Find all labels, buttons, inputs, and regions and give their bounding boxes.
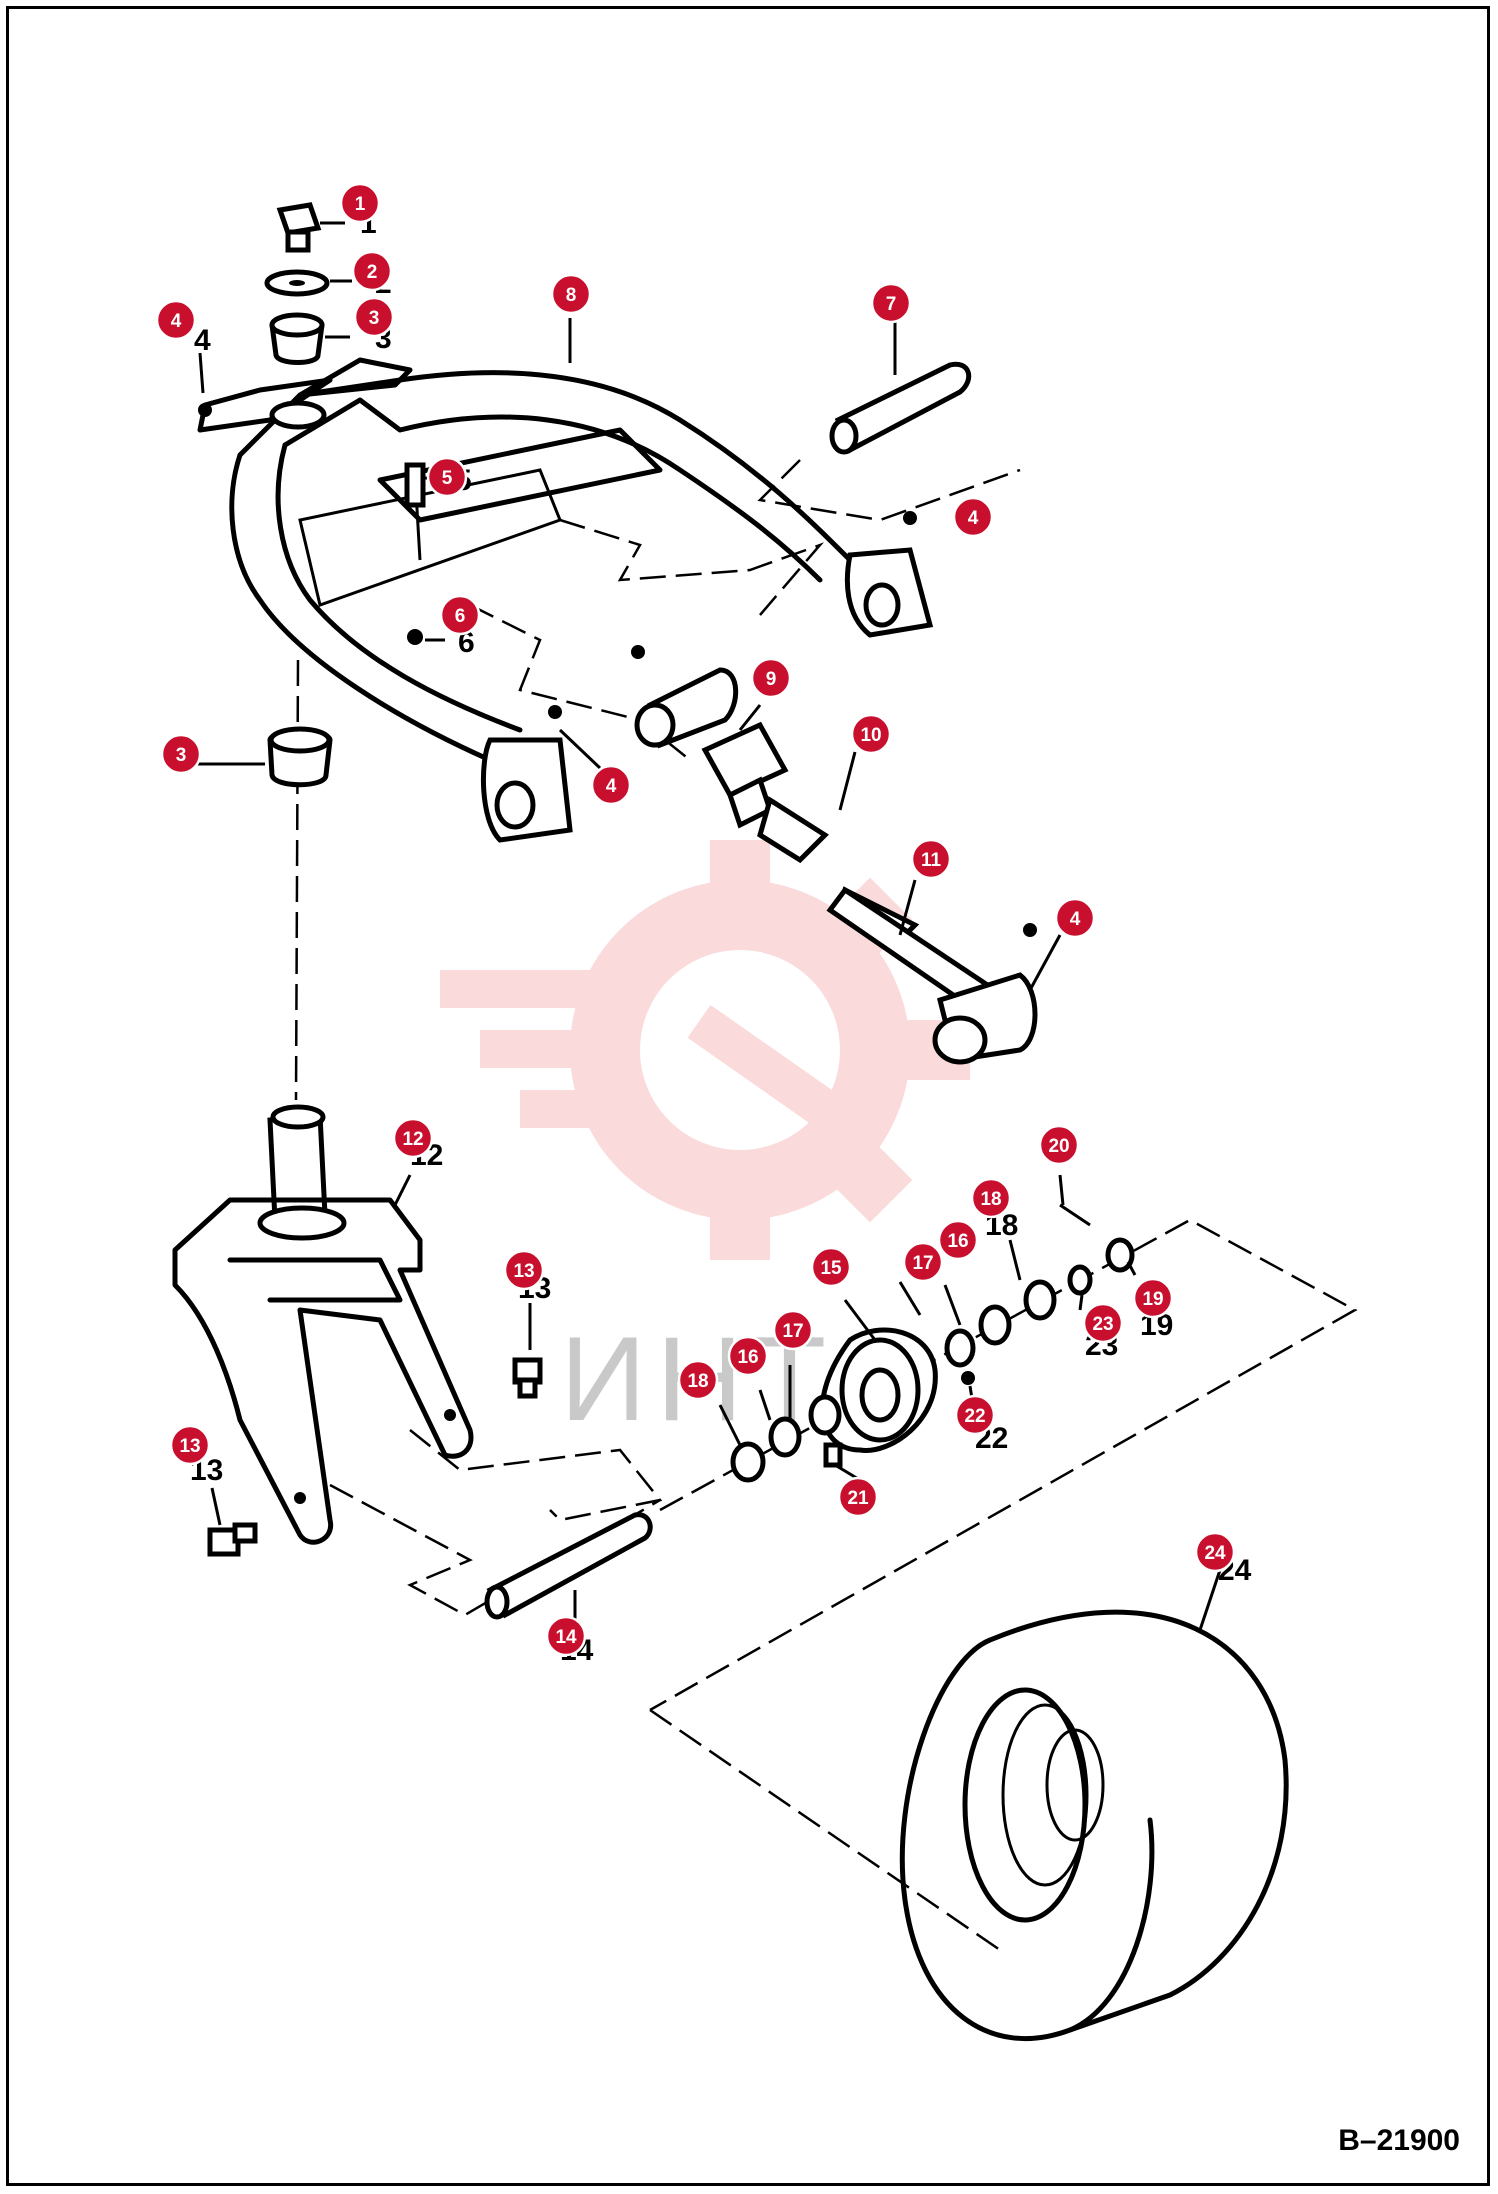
- callout-bubbles: 1 2 3 4 8 7 5 4 6 9 3 4 10 11 4 20 12 18…: [155, 182, 1236, 1657]
- callout-4-c: 4: [590, 764, 632, 806]
- pivot-hardware-top: [264, 202, 330, 430]
- svg-text:22: 22: [964, 1406, 985, 1427]
- callout-11: 11: [910, 838, 952, 880]
- svg-text:18: 18: [687, 1371, 708, 1392]
- svg-text:11: 11: [921, 850, 942, 871]
- wheel-hub-part-15: [820, 1327, 938, 1453]
- callout-24: 24: [1194, 1531, 1236, 1573]
- svg-text:18: 18: [980, 1189, 1001, 1210]
- svg-text:15: 15: [820, 1258, 842, 1279]
- assembly-center-lines: [294, 459, 1358, 1952]
- callout-18-a: 18: [970, 1177, 1012, 1219]
- bolt-part-13-lower: [207, 1522, 258, 1557]
- gear-wrench-watermark-icon: [440, 840, 970, 1260]
- svg-text:7: 7: [886, 294, 897, 315]
- callout-20: 20: [1038, 1124, 1080, 1166]
- callout-8: 8: [550, 273, 592, 315]
- callout-10: 10: [850, 713, 892, 755]
- svg-text:20: 20: [1048, 1136, 1069, 1157]
- svg-text:19: 19: [1142, 1289, 1163, 1310]
- callout-4-a: 4: [155, 299, 197, 341]
- svg-text:6: 6: [455, 606, 466, 627]
- svg-text:13: 13: [179, 1436, 200, 1457]
- figure-frame: [6, 6, 1490, 2186]
- callout-6: 6: [439, 594, 481, 636]
- svg-text:9: 9: [766, 669, 777, 690]
- callout-2: 2: [351, 250, 393, 292]
- callout-13-a: 13: [503, 1249, 545, 1291]
- svg-text:3: 3: [176, 745, 187, 766]
- callout-16-b: 16: [727, 1335, 769, 1377]
- callout-3-lower: 3: [160, 733, 202, 775]
- callout-7: 7: [870, 282, 912, 324]
- callout-4-b: 4: [952, 496, 994, 538]
- svg-text:17: 17: [912, 1253, 933, 1274]
- callout-12: 12: [392, 1117, 434, 1159]
- bolt-part-5: [404, 462, 426, 561]
- nut-part-6: [407, 629, 423, 645]
- caster-fork-part-12: [172, 1104, 474, 1545]
- pin-part-7: [829, 361, 972, 455]
- callout-1: 1: [339, 182, 381, 224]
- svg-text:4: 4: [968, 508, 979, 529]
- callout-19: 19: [1132, 1277, 1174, 1319]
- svg-text:17: 17: [782, 1321, 803, 1342]
- tire-part-24: [899, 1609, 1289, 2042]
- callout-17-a: 17: [902, 1241, 944, 1283]
- callout-4-d: 4: [1054, 897, 1096, 939]
- leader-lines: [195, 221, 1222, 1631]
- svg-text:21: 21: [847, 1488, 869, 1509]
- svg-text:13: 13: [513, 1261, 534, 1282]
- callout-23: 23: [1082, 1302, 1124, 1344]
- svg-text:5: 5: [442, 468, 453, 489]
- svg-text:8: 8: [566, 285, 577, 306]
- callout-17-b: 17: [772, 1309, 814, 1351]
- callout-18-b: 18: [677, 1359, 719, 1401]
- svg-text:2: 2: [367, 262, 378, 283]
- callout-9: 9: [750, 657, 792, 699]
- svg-text:3: 3: [369, 308, 380, 329]
- svg-text:4: 4: [1070, 909, 1081, 930]
- callout-22: 22: [954, 1394, 996, 1436]
- svg-text:4: 4: [171, 311, 182, 332]
- svg-text:23: 23: [1092, 1314, 1113, 1335]
- svg-text:4: 4: [606, 776, 617, 797]
- spindle-assembly-parts-9-10-11: [634, 667, 1038, 1065]
- callout-3-top: 3: [353, 296, 395, 338]
- callout-15: 15: [810, 1246, 852, 1288]
- part-label-4: 4: [194, 324, 211, 357]
- svg-text:16: 16: [947, 1231, 968, 1252]
- svg-text:10: 10: [860, 725, 881, 746]
- callout-14: 14: [545, 1615, 587, 1657]
- svg-text:12: 12: [402, 1129, 423, 1150]
- callout-13-b: 13: [169, 1424, 211, 1466]
- svg-text:1: 1: [355, 194, 366, 215]
- bolt-part-13-upper: [512, 1357, 543, 1399]
- grease-fittings-part-4: [198, 403, 1037, 937]
- callout-21: 21: [837, 1476, 879, 1518]
- callout-16-a: 16: [937, 1219, 979, 1261]
- axle-part-14: [484, 1512, 653, 1620]
- svg-text:14: 14: [555, 1627, 577, 1648]
- svg-text:16: 16: [737, 1347, 758, 1368]
- svg-text:24: 24: [1204, 1543, 1226, 1564]
- bearing-stack: [730, 1203, 1135, 1483]
- part-number-labels: 1 2 3 4 5 6 12 18 13 23 19 22 13 24 14: [190, 207, 1252, 1667]
- pivot-bushing-lower: [267, 726, 333, 788]
- drawing-reference-code: B–21900: [1338, 2124, 1460, 2157]
- callout-5: 5: [426, 456, 468, 498]
